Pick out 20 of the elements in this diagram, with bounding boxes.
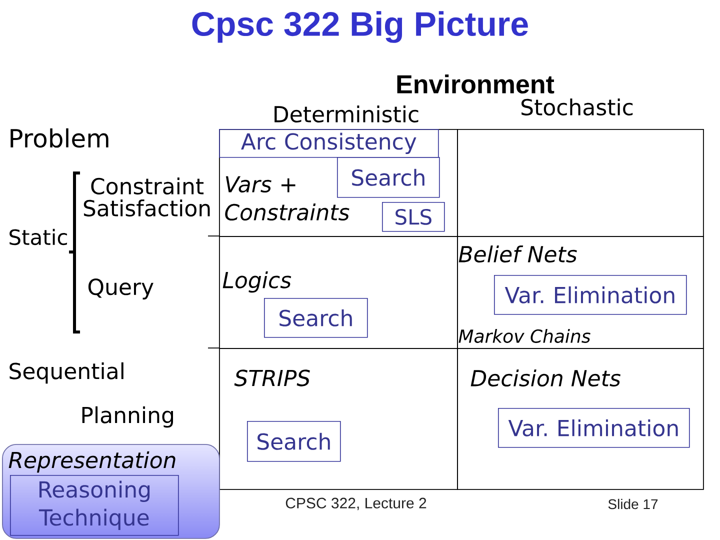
footer-text: CPSC 322, Lecture 2	[286, 498, 426, 510]
technique-box: Var. Elimination	[498, 408, 690, 448]
technique-box: Search	[337, 157, 440, 198]
technique-box: Reasoning Technique	[10, 475, 179, 536]
row-header: Static	[10, 228, 67, 246]
row-header: Planning	[82, 406, 173, 428]
technique-box: SLS	[382, 202, 445, 232]
heading: Environment	[397, 74, 554, 94]
technique-box: Search	[264, 298, 368, 338]
row-header: Problem	[10, 128, 108, 148]
row-header: Query	[88, 278, 154, 300]
slide-title: Cpsc 322 Big Picture	[192, 11, 528, 43]
column-header: Deterministic	[274, 105, 418, 122]
footer-text: Slide 17	[608, 498, 658, 510]
technique-box: Var. Elimination	[494, 275, 687, 315]
table-cell	[457, 129, 704, 237]
row-header: Constraint Satisfaction	[84, 177, 210, 216]
row-header: Sequential	[10, 362, 124, 384]
technique-box: Arc Consistency	[219, 129, 439, 158]
technique-box: Search	[247, 421, 341, 462]
